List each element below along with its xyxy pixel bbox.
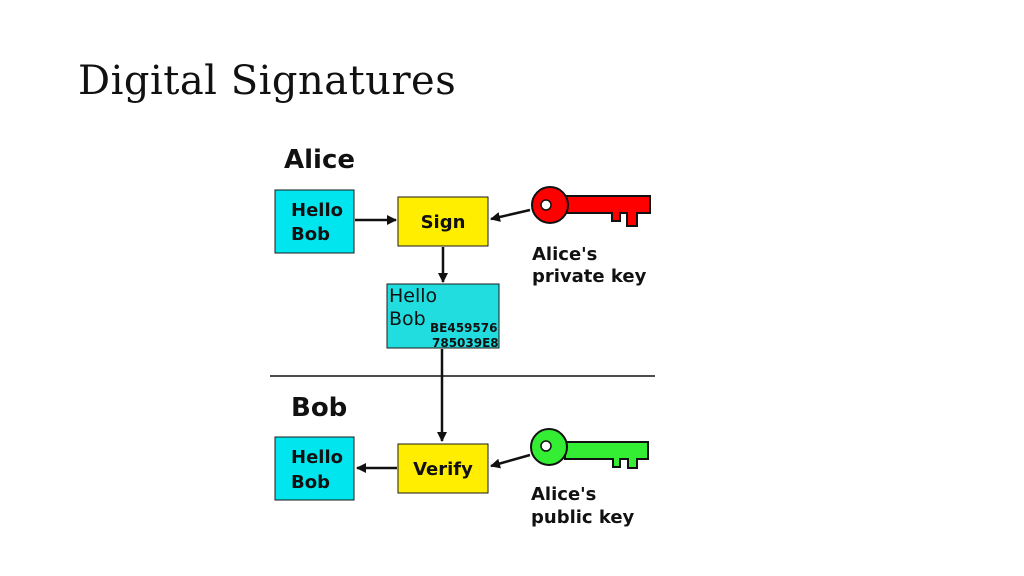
sign-box: Sign xyxy=(397,196,489,247)
signed-message-line2: Bob xyxy=(389,308,426,330)
signature-hex-line2: 785039E8 xyxy=(432,336,499,350)
verify-box: Verify xyxy=(397,443,489,494)
alice-message-box: Hello Bob xyxy=(274,189,355,254)
public-key-label-line1: Alice's xyxy=(531,484,596,505)
alice-message-line2: Bob xyxy=(291,224,330,245)
verify-label: Verify xyxy=(413,459,473,480)
bob-section-label: Bob xyxy=(291,393,347,423)
private-key-icon xyxy=(531,186,651,227)
signed-message-line1: Hello xyxy=(389,285,437,307)
sign-label: Sign xyxy=(421,212,466,233)
bob-message-line2: Bob xyxy=(291,472,330,493)
arrow-pubkey-to-verify xyxy=(490,453,531,469)
bob-message-line1: Hello xyxy=(291,447,343,468)
signed-message-box: Hello Bob BE459576 785039E8 xyxy=(386,283,500,350)
alice-message-line1: Hello xyxy=(291,200,343,221)
slide-title: Digital Signatures xyxy=(78,58,457,104)
signature-hex-line1: BE459576 xyxy=(430,321,497,335)
private-key-label-line1: Alice's xyxy=(532,244,597,265)
public-key-label-line2: public key xyxy=(531,507,635,528)
public-key-icon xyxy=(530,428,649,469)
bob-message-box: Hello Bob xyxy=(274,436,355,501)
private-key-label-line2: private key xyxy=(532,266,647,287)
alice-section-label: Alice xyxy=(284,145,355,175)
arrow-privkey-to-sign xyxy=(490,208,531,222)
